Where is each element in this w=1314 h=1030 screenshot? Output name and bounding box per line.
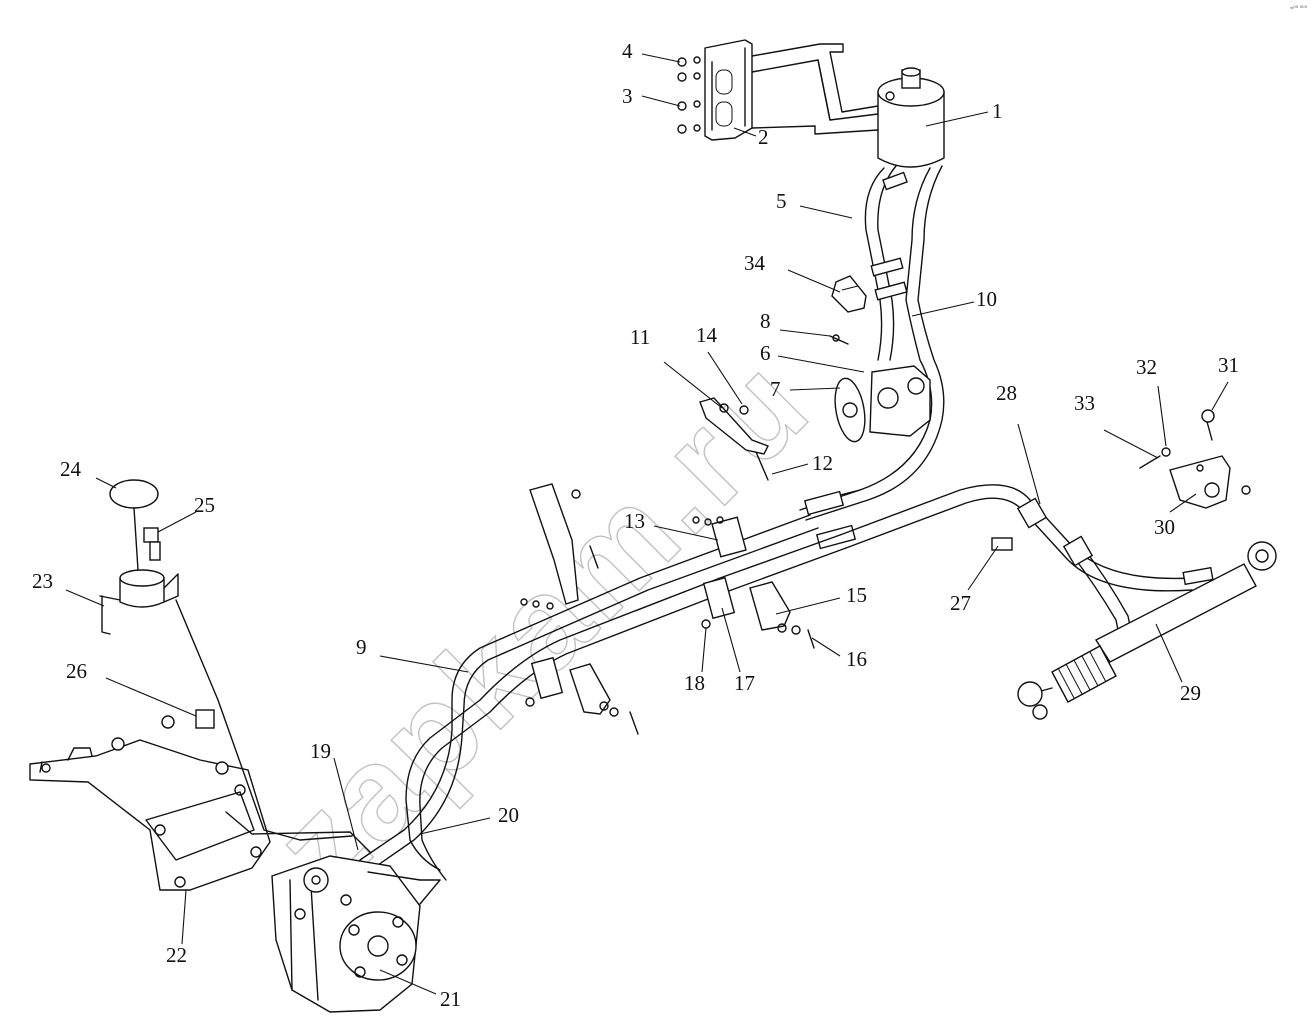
- callout-28: 28: [996, 381, 1017, 405]
- callout-labels: 1 2 3 4 5 6 7 8 9 10 11 12 13 14 15 16 1…: [32, 39, 1239, 1011]
- pipe-20: [1016, 497, 1214, 631]
- seal-ring-24: [109, 479, 159, 509]
- callout-25: 25: [194, 493, 215, 517]
- callout-26: 26: [66, 659, 87, 683]
- callout-20: 20: [498, 803, 519, 827]
- callout-33: 33: [1074, 391, 1095, 415]
- callout-10: 10: [976, 287, 997, 311]
- callout-7: 7: [770, 377, 781, 401]
- corner-mark: ≈⁰⁰ ⁰⁰⁰: [1290, 5, 1308, 12]
- fitting-25: [143, 527, 161, 561]
- bolts-3-4: [677, 56, 701, 134]
- steering-cylinder: [1017, 541, 1277, 720]
- callout-23: 23: [32, 569, 53, 593]
- callout-9: 9: [356, 635, 367, 659]
- callout-15: 15: [846, 583, 867, 607]
- oil-reservoir: [877, 67, 945, 168]
- callout-5: 5: [776, 189, 787, 213]
- steering-gear: [271, 855, 421, 1013]
- callout-22: 22: [166, 943, 187, 967]
- connect-line-a: [175, 599, 353, 841]
- callout-29: 29: [1180, 681, 1201, 705]
- connect-line-c: [133, 507, 139, 571]
- pipe-bracket-15-16: [701, 576, 815, 649]
- connect-line-b: [225, 811, 371, 853]
- callout-8: 8: [760, 309, 771, 333]
- watermark: zapkam.ru: [246, 329, 837, 920]
- callout-18: 18: [684, 671, 705, 695]
- callout-1: 1: [992, 99, 1003, 123]
- hose-5-10: [799, 165, 945, 521]
- pipe-bracket-lower: [525, 656, 639, 735]
- callout-4: 4: [622, 39, 633, 63]
- callout-31: 31: [1218, 353, 1239, 377]
- frame-bracket: [29, 709, 271, 891]
- pipe-bracket-13: [520, 483, 747, 610]
- leader-lines: [65, 53, 1229, 995]
- callout-24: 24: [60, 457, 82, 481]
- callout-19: 19: [310, 739, 331, 763]
- reservoir-bracket: [704, 39, 879, 141]
- pipe-bracket-11-14: [699, 397, 769, 481]
- callout-16: 16: [846, 647, 867, 671]
- callout-17: 17: [734, 671, 755, 695]
- callout-3: 3: [622, 84, 633, 108]
- clamp-34: [831, 275, 867, 313]
- callout-14: 14: [696, 323, 718, 347]
- callout-32: 32: [1136, 355, 1157, 379]
- callout-21: 21: [440, 987, 461, 1011]
- pipe-9: [359, 489, 861, 873]
- callout-12: 12: [812, 451, 833, 475]
- callout-13: 13: [624, 509, 645, 533]
- pump-assembly: [829, 334, 931, 443]
- callout-2: 2: [758, 125, 769, 149]
- callout-11: 11: [630, 325, 650, 349]
- connect-line-d: [367, 871, 441, 905]
- callout-34: 34: [744, 251, 766, 275]
- clip-27: [991, 537, 1013, 551]
- cylinder-bracket: [1139, 409, 1251, 509]
- clamp-23: [99, 569, 179, 635]
- callout-30: 30: [1154, 515, 1175, 539]
- callout-27: 27: [950, 591, 971, 615]
- callout-6: 6: [760, 341, 771, 365]
